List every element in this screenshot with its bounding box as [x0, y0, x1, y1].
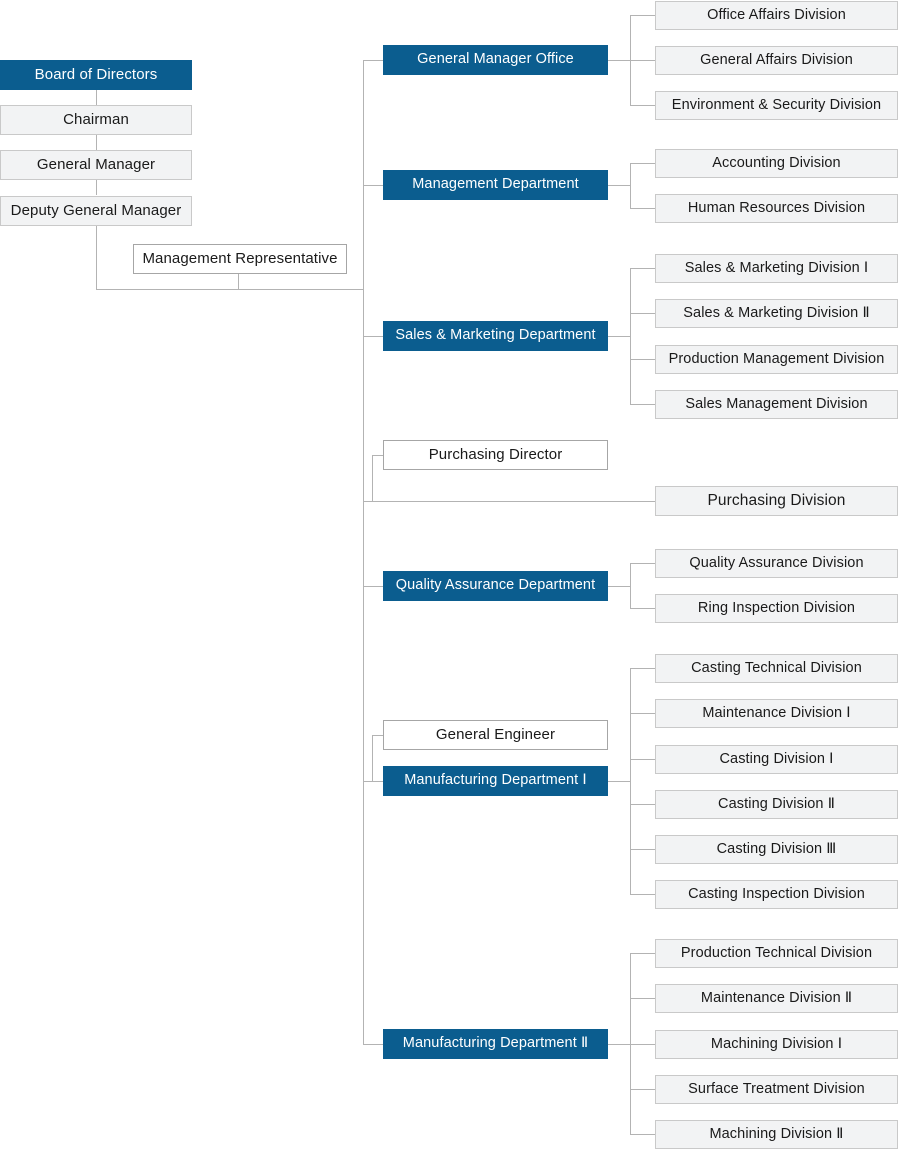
stub-smd-div-4 [630, 404, 656, 405]
stub-smd-div-3 [630, 359, 656, 360]
stub-md-div-2 [630, 208, 656, 209]
stub-smd-out [608, 336, 631, 337]
node-department-quality-assurance-department[interactable]: Quality Assurance Department [383, 571, 608, 601]
node-department-management-department[interactable]: Management Department [383, 170, 608, 200]
node-division-purchasing[interactable]: Purchasing Division [655, 486, 898, 516]
node-division-sales-marketing-1[interactable]: Sales & Marketing Division Ⅰ [655, 254, 898, 283]
stub-qad-out [608, 586, 631, 587]
node-general-manager[interactable]: General Manager [0, 150, 192, 180]
feeder-general-manager-office [363, 60, 384, 61]
node-department-manufacturing-department-2[interactable]: Manufacturing Department Ⅱ [383, 1029, 608, 1059]
stub-md2-div-4 [630, 1089, 656, 1090]
stub-gmo-out [608, 60, 631, 61]
subtrunk-md [630, 163, 631, 209]
main-trunk [363, 60, 364, 1044]
connector-gm-to-dgm [96, 180, 97, 195]
bracket-general-engineer [372, 735, 373, 782]
stub-md2-div-2 [630, 998, 656, 999]
stub-md2-out [608, 1044, 631, 1045]
node-chairman[interactable]: Chairman [0, 105, 192, 135]
node-department-manufacturing-department-1[interactable]: Manufacturing Department Ⅰ [383, 766, 608, 796]
node-division-production-management[interactable]: Production Management Division [655, 345, 898, 374]
stub-md2-div-5 [630, 1134, 656, 1135]
feeder-quality-assurance-dept [363, 586, 384, 587]
node-division-environment-security[interactable]: Environment & Security Division [655, 91, 898, 120]
node-department-general-manager-office[interactable]: General Manager Office [383, 45, 608, 75]
node-department-sales-marketing-department[interactable]: Sales & Marketing Department [383, 321, 608, 351]
connector-board-to-chairman [96, 90, 97, 105]
stub-gmo-div-3 [630, 105, 656, 106]
connector-bus-to-main-trunk [96, 289, 364, 290]
stub-md1-div-5 [630, 849, 656, 850]
feeder-sales-marketing-dept [363, 336, 384, 337]
node-division-quality-assurance[interactable]: Quality Assurance Division [655, 549, 898, 578]
stub-md1-div-1 [630, 668, 656, 669]
stub-md2-div-3 [630, 1044, 656, 1045]
node-division-general-affairs[interactable]: General Affairs Division [655, 46, 898, 75]
stub-md1-div-2 [630, 713, 656, 714]
node-division-machining-2[interactable]: Machining Division Ⅱ [655, 1120, 898, 1149]
node-board-of-directors[interactable]: Board of Directors [0, 60, 192, 90]
node-purchasing-director[interactable]: Purchasing Director [383, 440, 608, 470]
node-division-machining-1[interactable]: Machining Division Ⅰ [655, 1030, 898, 1059]
node-division-office-affairs[interactable]: Office Affairs Division [655, 1, 898, 30]
subtrunk-md1 [630, 668, 631, 895]
node-division-casting-technical[interactable]: Casting Technical Division [655, 654, 898, 683]
connector-dgm-down [96, 226, 97, 290]
node-division-surface-treatment[interactable]: Surface Treatment Division [655, 1075, 898, 1104]
stub-purchasing-director [372, 455, 384, 456]
node-division-accounting[interactable]: Accounting Division [655, 149, 898, 178]
connector-chairman-to-gm [96, 135, 97, 150]
feeder-manufacturing-dept-2 [363, 1044, 384, 1045]
stub-md1-div-3 [630, 759, 656, 760]
feeder-manufacturing-dept-1 [363, 781, 384, 782]
node-division-sales-management[interactable]: Sales Management Division [655, 390, 898, 419]
stub-smd-div-2 [630, 313, 656, 314]
node-deputy-general-manager[interactable]: Deputy General Manager [0, 196, 192, 226]
stub-md-out [608, 185, 631, 186]
stub-md1-div-4 [630, 804, 656, 805]
subtrunk-smd [630, 268, 631, 405]
stub-md1-out [608, 781, 631, 782]
stub-gmo-div-1 [630, 15, 656, 16]
node-division-ring-inspection[interactable]: Ring Inspection Division [655, 594, 898, 623]
node-division-casting-1[interactable]: Casting Division Ⅰ [655, 745, 898, 774]
stub-gmo-div-2 [630, 60, 656, 61]
node-management-representative[interactable]: Management Representative [133, 244, 347, 274]
feeder-management-department [363, 185, 384, 186]
node-division-maintenance-1[interactable]: Maintenance Division Ⅰ [655, 699, 898, 728]
node-division-casting-inspection[interactable]: Casting Inspection Division [655, 880, 898, 909]
stub-md1-div-6 [630, 894, 656, 895]
node-division-production-technical[interactable]: Production Technical Division [655, 939, 898, 968]
feeder-purchasing-division [363, 501, 656, 502]
node-division-casting-3[interactable]: Casting Division Ⅲ [655, 835, 898, 864]
node-division-maintenance-2[interactable]: Maintenance Division Ⅱ [655, 984, 898, 1013]
connector-mgmt-rep-down [238, 274, 239, 290]
stub-general-engineer [372, 735, 384, 736]
stub-md-div-1 [630, 163, 656, 164]
stub-smd-div-1 [630, 268, 656, 269]
stub-qad-div-2 [630, 608, 656, 609]
node-division-sales-marketing-2[interactable]: Sales & Marketing Division Ⅱ [655, 299, 898, 328]
bracket-purchasing-director [372, 455, 373, 502]
stub-qad-div-1 [630, 563, 656, 564]
stub-md2-div-1 [630, 953, 656, 954]
node-division-casting-2[interactable]: Casting Division Ⅱ [655, 790, 898, 819]
subtrunk-qad [630, 563, 631, 609]
node-general-engineer[interactable]: General Engineer [383, 720, 608, 750]
node-division-human-resources[interactable]: Human Resources Division [655, 194, 898, 223]
